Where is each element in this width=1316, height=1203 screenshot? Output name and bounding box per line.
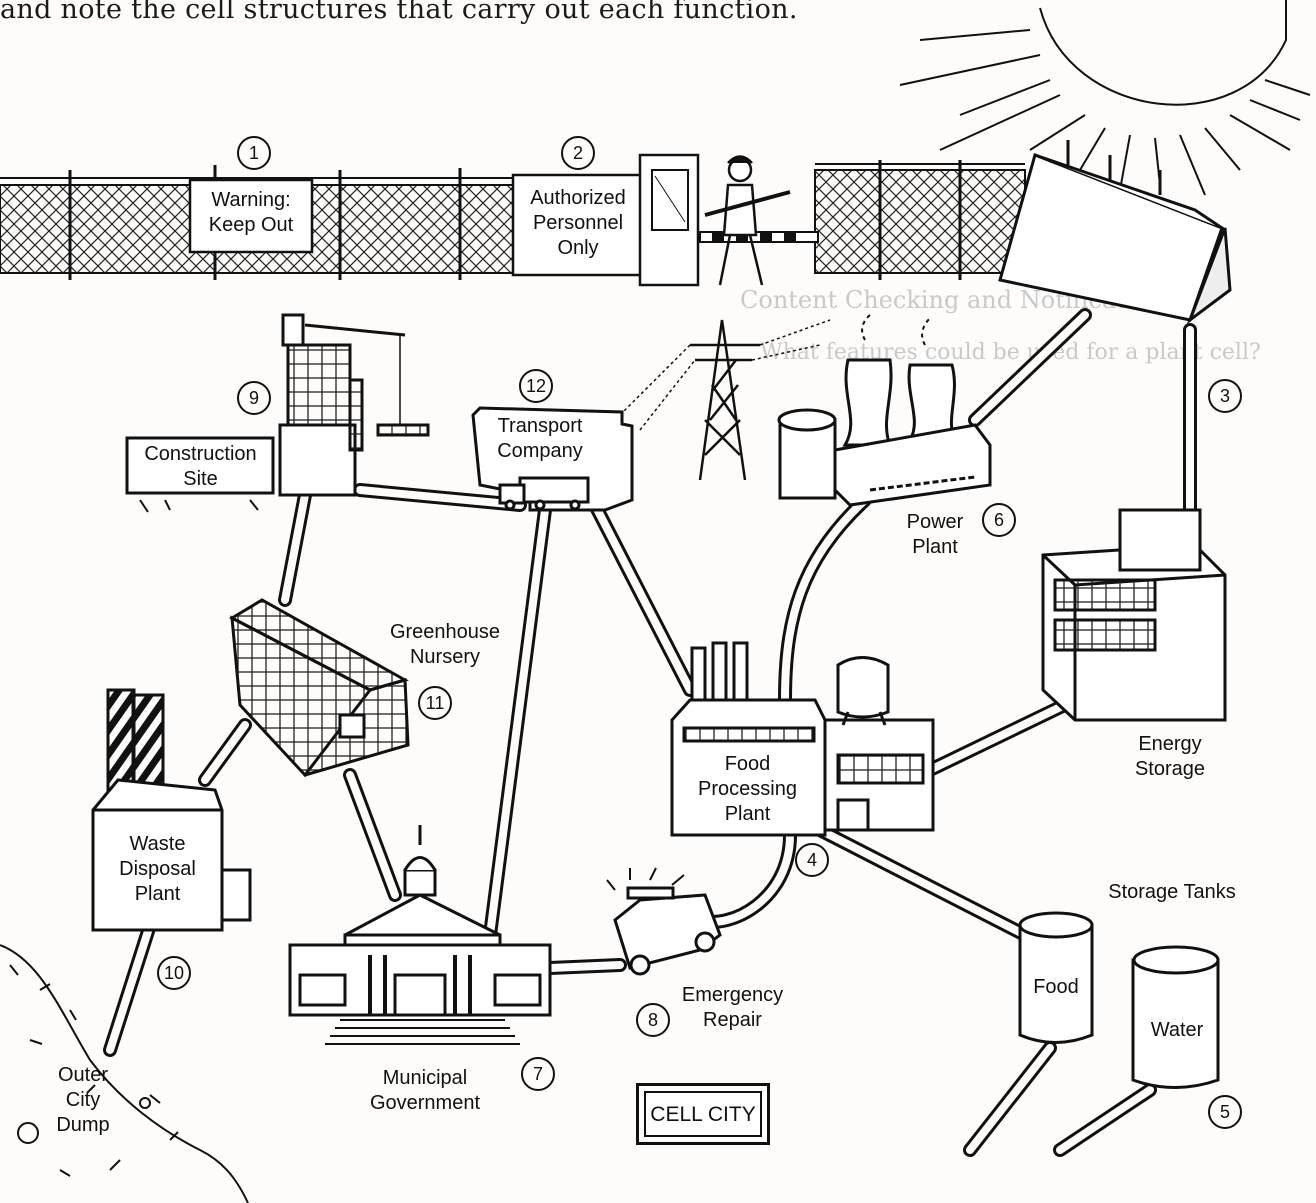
fence: [0, 153, 1026, 287]
emergency-truck: [606, 867, 722, 976]
energy-storage-building: [1041, 508, 1227, 722]
power-pylon: [619, 319, 831, 481]
marker-4: 4: [795, 843, 829, 877]
marker-6: 6: [982, 503, 1016, 537]
marker-12: 12: [519, 369, 553, 403]
title-badge: CELL CITY: [636, 1083, 770, 1145]
instruction-text: and note the cell structures that carry …: [0, 0, 798, 25]
marker-3: 3: [1208, 379, 1242, 413]
storage-tanks: [1018, 911, 1220, 1089]
outer-city-dump: [0, 944, 249, 1203]
marker-8: 8: [636, 1003, 670, 1037]
marker-10: 10: [157, 956, 191, 990]
marker-7: 7: [521, 1057, 555, 1091]
sun: [899, 0, 1311, 196]
municipal-government-building: [288, 825, 552, 1045]
marker-2: 2: [561, 136, 595, 170]
power-plant-building: [777, 313, 992, 507]
warning-sign-text: Warning:Keep Out: [208, 189, 294, 236]
marker-11: 11: [418, 686, 452, 720]
solar-collector: [998, 140, 1232, 325]
construction-site: [125, 313, 430, 513]
storage-tanks-label: Storage Tanks: [1108, 881, 1236, 903]
waste-disposal-building: [91, 688, 252, 932]
greenhouse-building: [228, 598, 410, 778]
marker-5: 5: [1208, 1095, 1242, 1129]
marker-1: 1: [237, 136, 271, 170]
title-badge-text: CELL CITY: [644, 1091, 762, 1137]
background-question: What features could be used for a plant …: [760, 340, 1261, 365]
water-tank-label: Water: [1150, 1019, 1204, 1041]
food-processing-building: [670, 641, 935, 837]
marker-9: 9: [237, 381, 271, 415]
transport-building: [471, 406, 634, 512]
food-tank-label: Food: [1033, 976, 1079, 998]
